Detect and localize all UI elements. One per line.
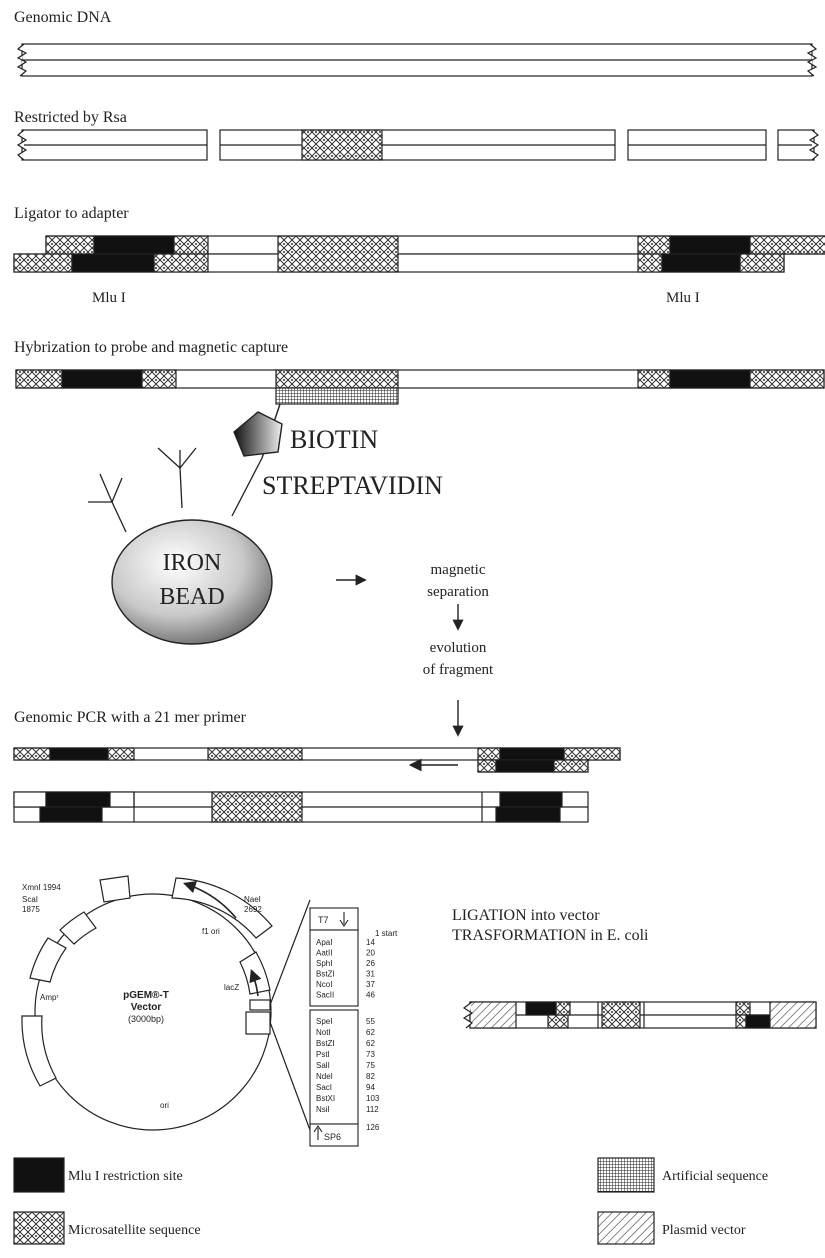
genomic-dna-strand — [16, 43, 818, 77]
mcs-site-name: BstZI — [316, 1039, 335, 1048]
mcs-site-position: 31 — [366, 970, 375, 979]
pcr-template — [13, 747, 621, 773]
mcs-site-position: 103 — [366, 1094, 380, 1103]
biotin-pentagon — [233, 403, 283, 459]
mcs-site-name: SalI — [316, 1061, 330, 1070]
mlu-right-label: Mlu I — [666, 290, 700, 306]
restricted-fragments — [16, 129, 820, 161]
mcs-box — [309, 907, 359, 1147]
separation-label-line2: separation — [427, 584, 489, 600]
step-genomic-label: Genomic DNA — [14, 9, 112, 26]
mcs-site-name: NdeI — [316, 1072, 333, 1081]
mcs-site-position: 82 — [366, 1072, 375, 1081]
t7-label: T7 — [318, 915, 329, 925]
evolution-label-line2: of fragment — [423, 662, 494, 678]
start-label: 1 start — [375, 929, 398, 938]
bead-label-line2: BEAD — [159, 584, 224, 610]
mcs-site-name: SacI — [316, 1083, 332, 1092]
ori-label: ori — [160, 1101, 169, 1110]
ligated-fragment — [13, 235, 825, 273]
mcs-site-name: AatII — [316, 949, 332, 958]
legend-micro-label: Microsatellite sequence — [68, 1223, 201, 1238]
mcs-site-position: 94 — [366, 1083, 375, 1092]
scai-label-line1: ScaI — [22, 895, 38, 904]
mcs-site-name: BstXI — [316, 1094, 335, 1103]
lacz-label: lacZ — [224, 983, 239, 992]
mcs-site-name: NcoI — [316, 980, 332, 989]
mcs-site-position: 55 — [366, 1017, 375, 1026]
mcs-site-name: SacII — [316, 991, 334, 1000]
step-hybrid-label: Hybrization to probe and magnetic captur… — [14, 339, 288, 356]
mcs-site-position: 37 — [366, 980, 375, 989]
legend-swatch-micro — [13, 1211, 65, 1245]
mcs-site-position: 75 — [366, 1061, 375, 1070]
naei-label-line1: NaeI — [244, 895, 261, 904]
mcs-site-position: 46 — [366, 991, 375, 1000]
mcs-site-position: 112 — [366, 1105, 379, 1114]
mcs-site-position: 62 — [366, 1039, 375, 1048]
mcs-site-name: SphI — [316, 959, 332, 968]
bead-label-line1: IRON — [163, 550, 222, 576]
sp6-label: SP6 — [324, 1132, 341, 1142]
mcs-site-name: ApaI — [316, 938, 332, 947]
pcr-product — [13, 791, 589, 823]
mlu-left-label: Mlu I — [92, 290, 126, 306]
legend — [13, 1157, 655, 1245]
separation-label-line1: magnetic — [431, 562, 486, 578]
biotin-label: BIOTIN — [290, 425, 378, 454]
ligation-label-line2: TRASFORMATION in E. coli — [452, 927, 649, 944]
legend-mlu-label: Mlu I restriction site — [68, 1169, 183, 1184]
mcs-site-name: PstI — [316, 1050, 330, 1059]
amp-label: Ampʳ — [40, 993, 58, 1002]
mcs-site-name: BstZI — [316, 970, 335, 979]
vector-size: (3000bp) — [128, 1014, 164, 1024]
mcs-site-name: NsiI — [316, 1105, 330, 1114]
vector-name-line2: Vector — [131, 1002, 162, 1013]
step-ligator-label: Ligator to adapter — [14, 205, 129, 222]
ligation-label-line1: LIGATION into vector — [452, 907, 600, 924]
streptavidin-label: STREPTAVIDIN — [262, 471, 443, 500]
mcs-site-name: SpeI — [316, 1017, 332, 1026]
legend-artificial-label: Artificial sequence — [662, 1169, 768, 1184]
streptavidin-linkers — [88, 447, 263, 533]
step-restricted-label: Restricted by Rsa — [14, 109, 127, 126]
legend-swatch-mlu — [13, 1157, 65, 1193]
legend-swatch-artificial — [597, 1157, 655, 1193]
legend-swatch-plasmid — [597, 1211, 655, 1245]
mcs-site-position: 62 — [366, 1028, 375, 1037]
mcs-site-position: 20 — [366, 949, 375, 958]
vector-map — [21, 875, 311, 1131]
mcs-site-position: 73 — [366, 1050, 375, 1059]
iron-bead — [111, 519, 273, 645]
step-pcr-label: Genomic PCR with a 21 mer primer — [14, 709, 247, 726]
sp6-position: 126 — [366, 1123, 380, 1132]
f1-ori-label: f1 ori — [202, 927, 220, 936]
hybridized-fragment — [15, 369, 825, 405]
evolution-label-line1: evolution — [430, 640, 487, 656]
vector-name-line1: pGEM®-T — [123, 990, 169, 1001]
mcs-site-position: 26 — [366, 959, 375, 968]
naei-label-line2: 2692 — [244, 905, 262, 914]
mcs-site-name: NotI — [316, 1028, 331, 1037]
scai-label-line2: 1875 — [22, 905, 40, 914]
legend-plasmid-label: Plasmid vector — [662, 1223, 746, 1238]
xmni-label: XmnI 1994 — [22, 883, 61, 892]
ligated-vector-fragment — [462, 1001, 817, 1029]
mcs-site-position: 14 — [366, 938, 375, 947]
